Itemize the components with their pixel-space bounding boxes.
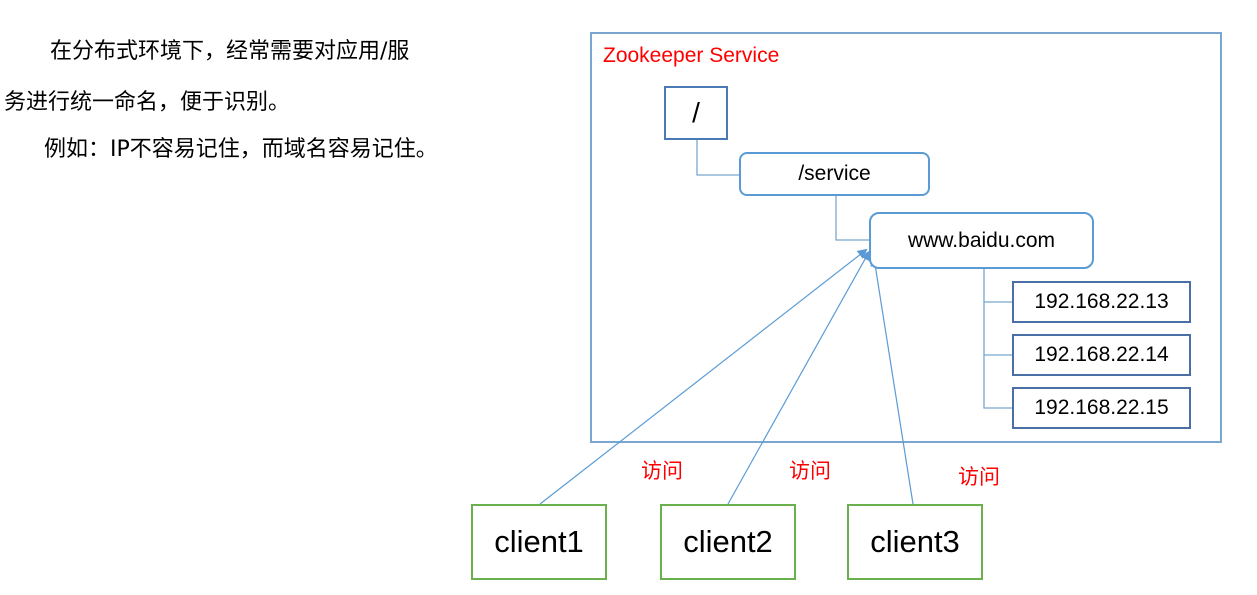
service-node: /service bbox=[739, 152, 930, 196]
access-label-1: 访问 bbox=[641, 459, 683, 483]
intro-line-3: 例如：IP不容易记住，而域名容易记住。 bbox=[44, 137, 438, 162]
service-title: Zookeeper Service bbox=[603, 44, 780, 67]
access-label-2: 访问 bbox=[789, 459, 831, 483]
ip-node-3: 192.168.22.15 bbox=[1012, 387, 1191, 429]
client-node-1: client1 bbox=[471, 504, 607, 580]
intro-line-2: 务进行统一命名，便于识别。 bbox=[4, 90, 291, 115]
intro-line-1: 在分布式环境下，经常需要对应用/服 bbox=[50, 39, 410, 64]
client-node-2: client2 bbox=[660, 504, 796, 580]
ip-node-1: 192.168.22.13 bbox=[1012, 281, 1191, 323]
client-node-3: client3 bbox=[847, 504, 983, 580]
root-node: / bbox=[664, 86, 728, 140]
access-label-3: 访问 bbox=[958, 465, 1000, 489]
ip-node-2: 192.168.22.14 bbox=[1012, 334, 1191, 376]
domain-node: www.baidu.com bbox=[869, 212, 1094, 269]
